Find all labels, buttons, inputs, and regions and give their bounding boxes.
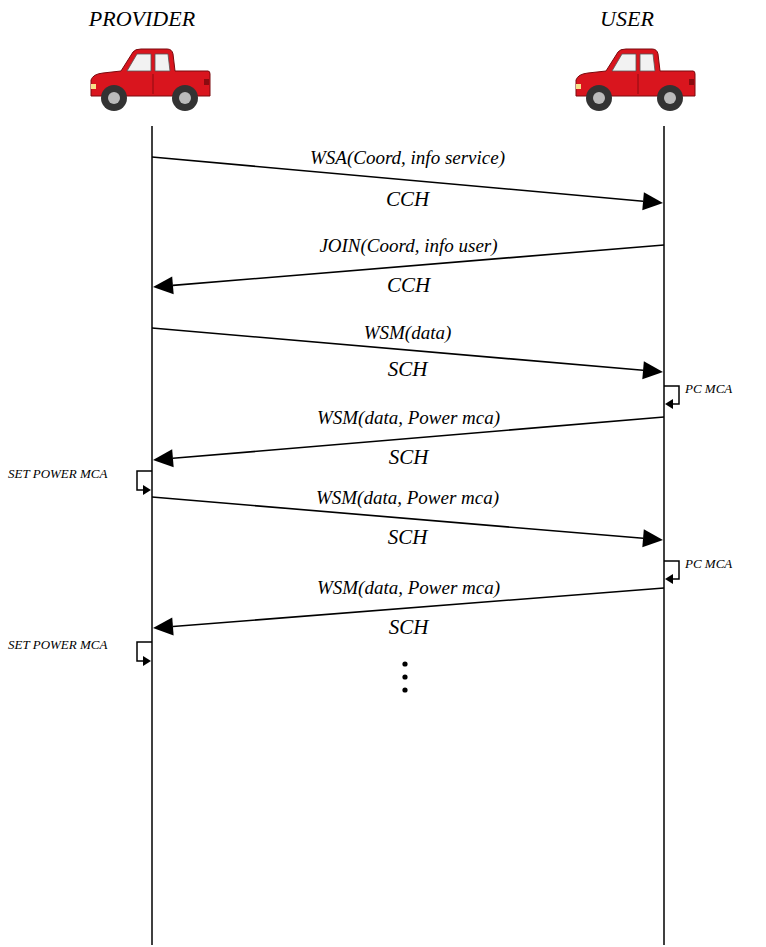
channel-label: SCH <box>388 357 428 381</box>
participant-name: USER <box>600 6 654 32</box>
channel-label: SCH <box>389 445 429 469</box>
message-label: WSM(data, Power mca) <box>317 407 500 429</box>
participant: PROVIDER <box>62 6 222 120</box>
message-label: WSA(Coord, info service) <box>310 147 505 169</box>
lifeline <box>151 126 153 945</box>
lifeline <box>663 126 665 945</box>
message-label: WSM(data, Power mca) <box>316 487 499 509</box>
participant: USER <box>547 6 707 120</box>
action-label: PC MCA <box>685 381 755 396</box>
self-loop-arrow <box>137 386 679 661</box>
channel-label: CCH <box>387 273 430 297</box>
action-label: SET POWER MCA <box>8 466 108 481</box>
channel-label: SCH <box>388 525 428 549</box>
continuation-dots <box>402 661 407 692</box>
message-label: JOIN(Coord, info user) <box>319 235 497 257</box>
action-label: SET POWER MCA <box>8 637 108 652</box>
car-illustration <box>87 44 212 116</box>
channel-label: CCH <box>386 187 429 211</box>
message-label: WSM(data) <box>364 322 452 344</box>
channel-label: SCH <box>389 615 429 639</box>
participant-name: PROVIDER <box>89 6 195 32</box>
action-label: PC MCA <box>685 556 755 571</box>
self-loop-head <box>143 399 673 666</box>
car-illustration <box>572 44 697 116</box>
message-label: WSM(data, Power mca) <box>317 577 500 599</box>
